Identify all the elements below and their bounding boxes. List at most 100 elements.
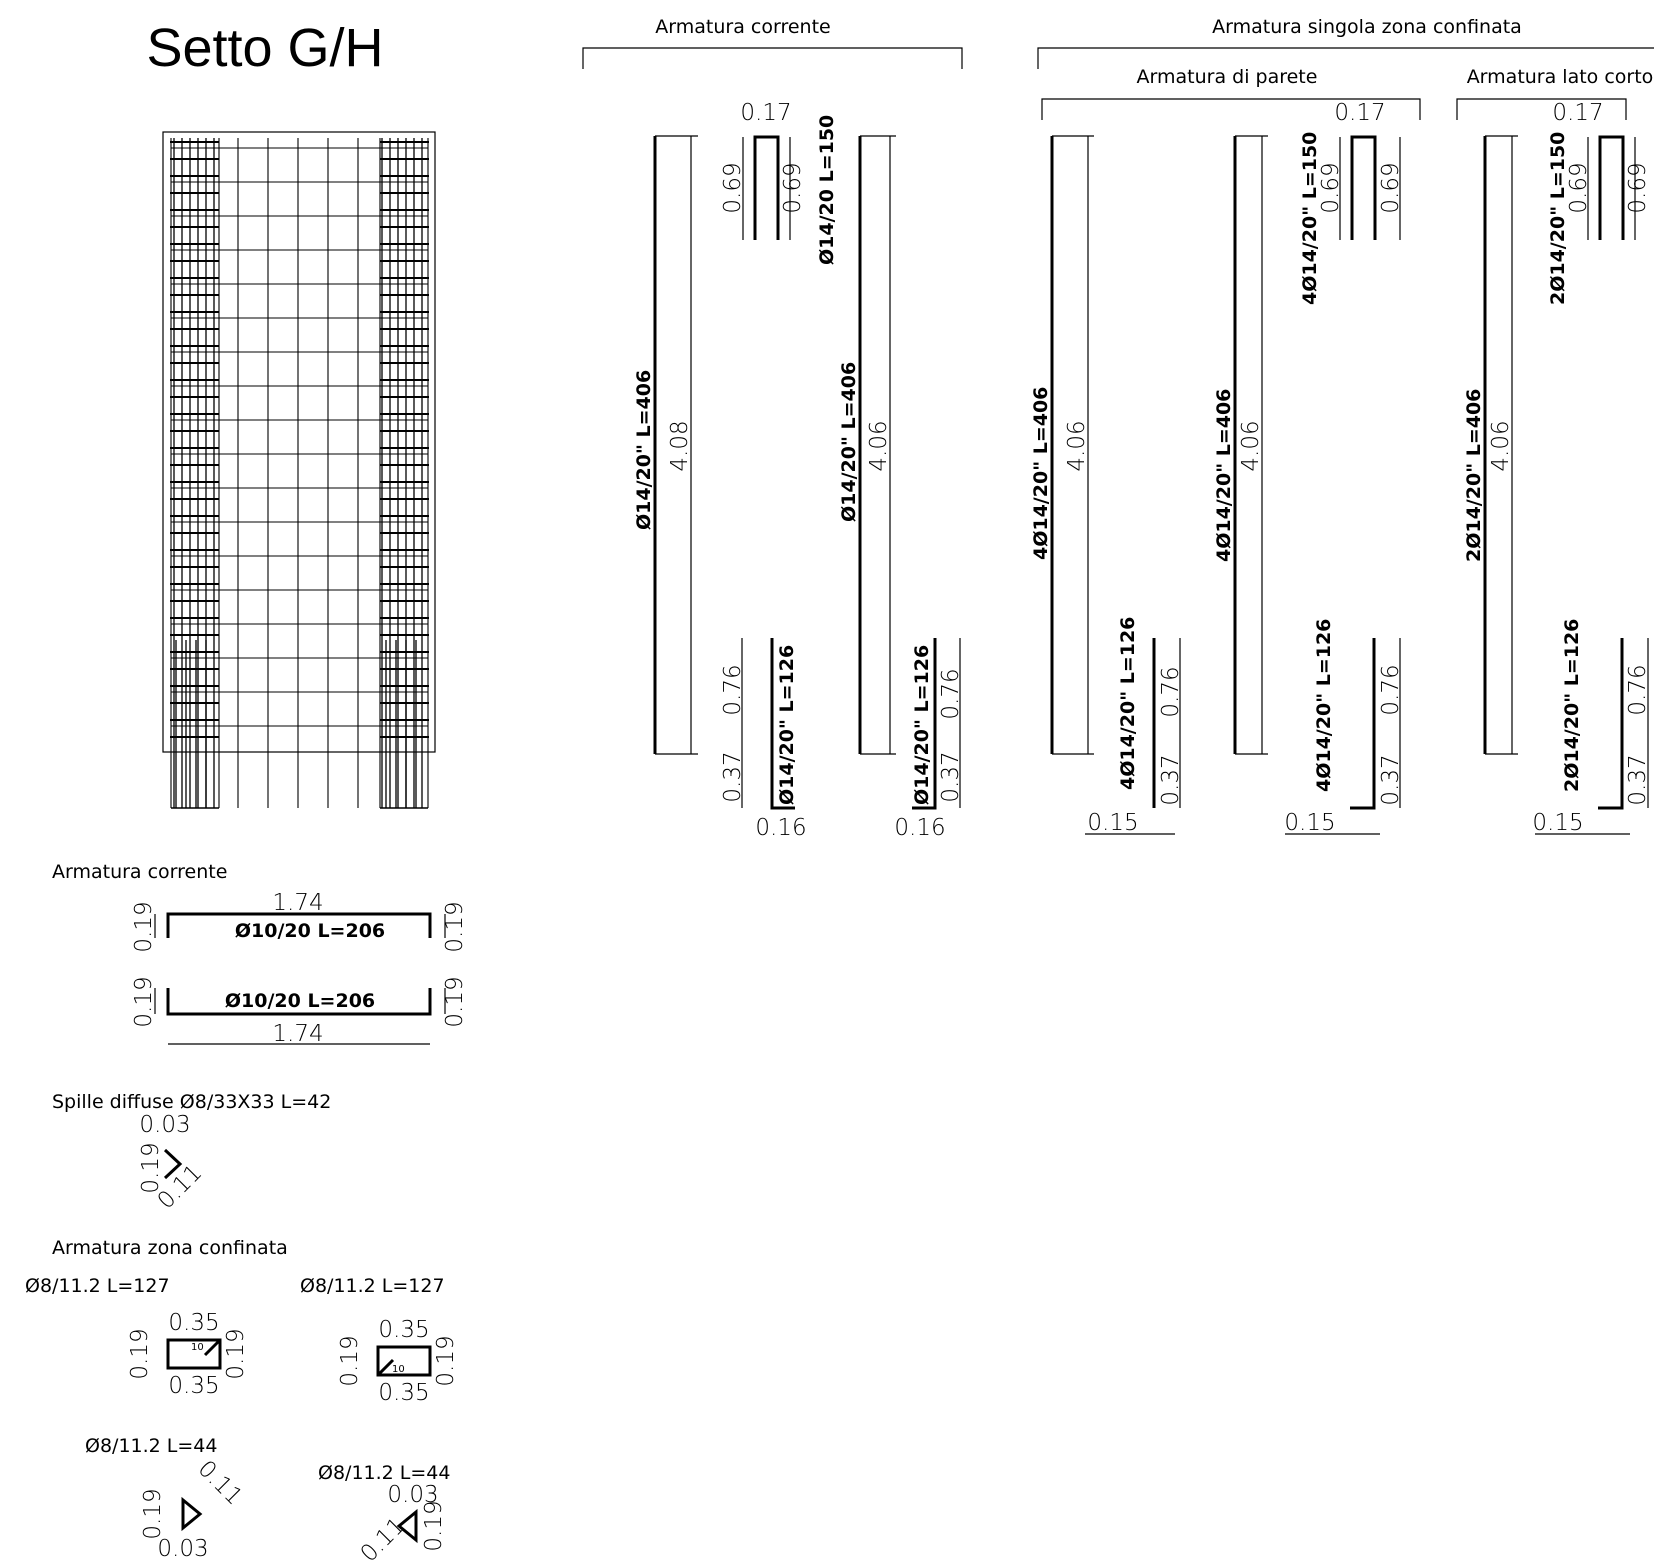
hook-1 bbox=[203, 1338, 222, 1357]
dim-076-e: 0.76 bbox=[1625, 664, 1651, 715]
dim-035-c: 0.35 bbox=[378, 1317, 429, 1343]
heading-singola-zona: Armatura singola zona confinata bbox=[1212, 16, 1522, 38]
group-spille: Spille diffuse Ø8/33X33 L=42 0.03 0.19 0… bbox=[52, 1091, 331, 1214]
dim-019-i: 0.19 bbox=[433, 1335, 459, 1386]
label-b5: 4Ø14/20" L=126 bbox=[1313, 619, 1335, 792]
dim-406-a: 4.06 bbox=[866, 420, 892, 471]
dim-174-a: 1.74 bbox=[272, 890, 323, 916]
label-h1: Ø10/20 L=206 bbox=[235, 920, 385, 942]
label-h2: Ø10/20 L=206 bbox=[225, 990, 375, 1012]
label-b3: 4Ø14/20" L=150 bbox=[1299, 132, 1321, 305]
label-a5: Ø14/20" L=126 bbox=[911, 645, 933, 805]
dim-076-d: 0.76 bbox=[1378, 664, 1404, 715]
dim-015-a: 0.15 bbox=[1087, 810, 1138, 836]
l-bar-lato bbox=[1598, 638, 1624, 810]
dim-076-b: 0.76 bbox=[938, 668, 964, 719]
dim-016-b: 0.16 bbox=[894, 815, 945, 841]
dim-015-c: 0.15 bbox=[1532, 810, 1583, 836]
dim-016-a: 0.16 bbox=[755, 815, 806, 841]
h-bar-2 bbox=[166, 988, 432, 1016]
dim-069-c: 0.69 bbox=[1318, 162, 1344, 213]
u-bar-lato bbox=[1598, 135, 1625, 240]
dim-003-b: 0.03 bbox=[157, 1536, 208, 1562]
dim-019-h: 0.19 bbox=[337, 1335, 363, 1386]
dim-015-b: 0.15 bbox=[1284, 810, 1335, 836]
label-a4: Ø14/20" L=126 bbox=[776, 645, 798, 805]
dim-011-b: 0.11 bbox=[193, 1456, 248, 1511]
label-c3: 2Ø14/20" L=126 bbox=[1561, 619, 1583, 792]
dim-037-a: 0.37 bbox=[720, 751, 746, 802]
dim-076-a: 0.76 bbox=[720, 664, 746, 715]
dim-037-b: 0.37 bbox=[938, 751, 964, 802]
label-s4: Ø8/11.2 L=44 bbox=[318, 1462, 450, 1484]
dim-019-c: 0.19 bbox=[131, 976, 157, 1027]
wall-elevation bbox=[162, 131, 436, 809]
dim-037-e: 0.37 bbox=[1625, 754, 1651, 805]
label-c2: 2Ø14/20" L=150 bbox=[1547, 132, 1569, 305]
dim-037-d: 0.37 bbox=[1378, 754, 1404, 805]
dim-408: 4.08 bbox=[667, 420, 693, 471]
elevation-grid bbox=[170, 138, 429, 809]
heading-parete: Armatura di parete bbox=[1137, 66, 1318, 88]
stirrup-2 bbox=[376, 1345, 432, 1377]
dim-174-b: 1.74 bbox=[272, 1021, 323, 1047]
bracket-corrente bbox=[582, 47, 963, 69]
group-parete: 4Ø14/20" L=406 4.06 0.76 0.37 4Ø14/20" L… bbox=[1030, 100, 1404, 836]
heading-zona-confinata: Armatura zona confinata bbox=[52, 1237, 288, 1259]
dim-037-c: 0.37 bbox=[1158, 754, 1184, 805]
dim-019-j: 0.19 bbox=[140, 1488, 166, 1539]
label-a2: Ø14/20 L=150 bbox=[816, 115, 838, 265]
group-corrente-orizz: Armatura corrente 1.74 Ø10/20 L=206 0.19… bbox=[52, 861, 468, 1047]
dim-019-f: 0.19 bbox=[127, 1328, 153, 1379]
dim-011-c: 0.11 bbox=[356, 1513, 411, 1564]
dim-019-e: 0.19 bbox=[138, 1142, 164, 1193]
dim-003-c: 0.03 bbox=[387, 1482, 438, 1508]
heading-corrente-orizz: Armatura corrente bbox=[52, 861, 227, 883]
label-s2: Ø8/11.2 L=127 bbox=[300, 1275, 445, 1297]
l-bar-bottom-2 bbox=[912, 638, 937, 810]
label-b4: 4Ø14/20" L=126 bbox=[1117, 617, 1139, 790]
dim-406-b: 4.06 bbox=[1064, 420, 1090, 471]
dim-019-k: 0.19 bbox=[421, 1500, 447, 1551]
spilla-shape bbox=[163, 1148, 183, 1180]
u-bar-top bbox=[753, 135, 780, 240]
label-s1: Ø8/11.2 L=127 bbox=[25, 1275, 170, 1297]
hook-2 bbox=[376, 1358, 395, 1377]
bracket-lato-corto bbox=[1456, 98, 1627, 120]
bracket-parete bbox=[1041, 98, 1421, 120]
dim-017-a: 0.17 bbox=[740, 100, 791, 126]
spilla-3 bbox=[181, 1496, 203, 1532]
dim-035-b: 0.35 bbox=[168, 1373, 219, 1399]
hook-label-1: 10 bbox=[191, 1342, 204, 1353]
dim-019-a: 0.19 bbox=[131, 901, 157, 952]
dim-035-d: 0.35 bbox=[378, 1380, 429, 1406]
l-bar-bottom-1 bbox=[770, 638, 795, 810]
label-b2: 4Ø14/20" L=406 bbox=[1213, 389, 1235, 562]
heading-armatura-corrente: Armatura corrente bbox=[655, 16, 830, 38]
dim-406-d: 4.06 bbox=[1488, 420, 1514, 471]
label-a3: Ø14/20" L=406 bbox=[838, 362, 860, 522]
dim-019-g: 0.19 bbox=[223, 1328, 249, 1379]
dim-069-e: 0.69 bbox=[1566, 162, 1592, 213]
label-b1: 4Ø14/20" L=406 bbox=[1030, 387, 1052, 560]
dim-003-a: 0.03 bbox=[139, 1112, 190, 1138]
dim-076-c: 0.76 bbox=[1158, 666, 1184, 717]
drawing-title: Setto G/H bbox=[146, 18, 383, 78]
dim-069-d: 0.69 bbox=[1378, 162, 1404, 213]
heading-lato-corto: Armatura lato corto bbox=[1467, 66, 1654, 88]
l-bar-parete-2 bbox=[1350, 638, 1376, 810]
dim-069-a: 0.69 bbox=[720, 162, 746, 213]
hook-label-2: 10 bbox=[392, 1364, 405, 1375]
dim-019-d: 0.19 bbox=[442, 976, 468, 1027]
dim-017-c: 0.17 bbox=[1552, 100, 1603, 126]
dim-019-b: 0.19 bbox=[442, 901, 468, 952]
group-corrente: Ø14/20" L=406 4.08 0.69 0.69 0.17 Ø14/20… bbox=[633, 100, 964, 841]
group-lato-corto: 2Ø14/20" L=406 4.06 0.69 0.69 0.17 2Ø14/… bbox=[1463, 100, 1651, 836]
label-s3: Ø8/11.2 L=44 bbox=[85, 1435, 217, 1457]
stirrup-1 bbox=[166, 1338, 222, 1370]
bracket-singola bbox=[1037, 47, 1654, 69]
label-c1: 2Ø14/20" L=406 bbox=[1463, 389, 1485, 562]
spilla-4 bbox=[396, 1508, 418, 1544]
dim-017-b: 0.17 bbox=[1334, 100, 1385, 126]
